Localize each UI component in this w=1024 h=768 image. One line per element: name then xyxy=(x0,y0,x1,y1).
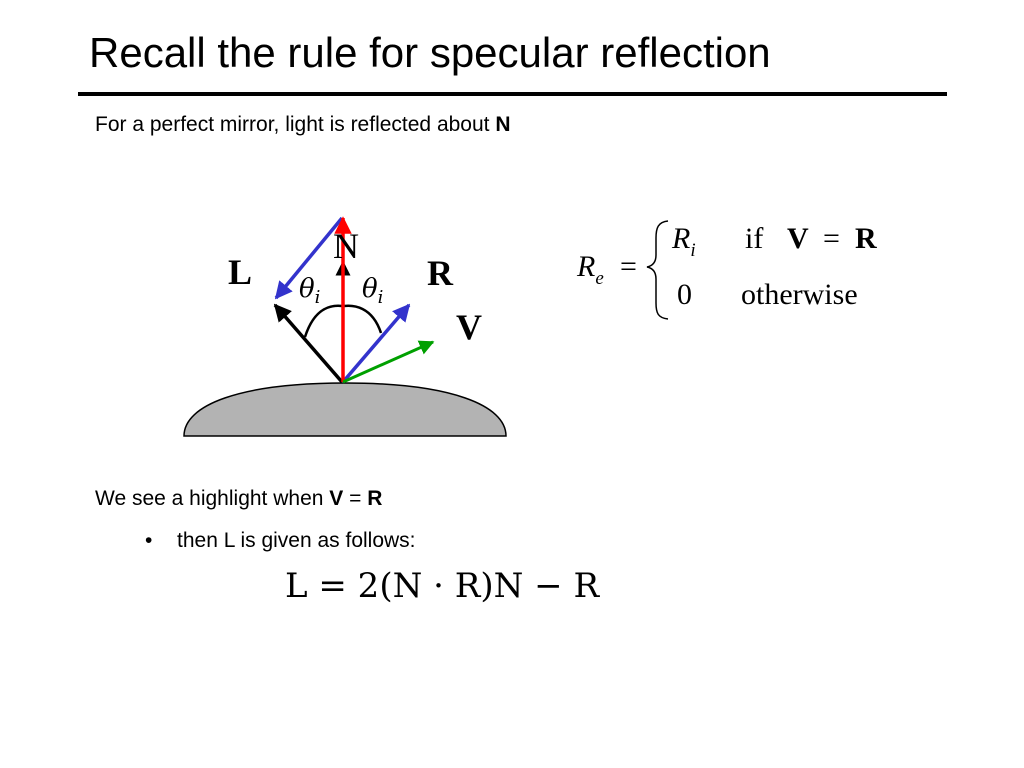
eq-case1-value: Ri xyxy=(671,222,696,261)
reflection-formula: L = 2(N · R)N − R xyxy=(285,566,600,606)
label-n: N xyxy=(333,226,359,266)
subtitle: For a perfect mirror, light is reflected… xyxy=(95,113,511,137)
label-v: V xyxy=(456,307,482,347)
subtitle-text: For a perfect mirror, light is reflected… xyxy=(95,113,496,136)
surface-shape xyxy=(183,382,507,437)
eq-case2-value: 0 xyxy=(677,278,692,311)
theta-arc-right xyxy=(343,304,383,334)
incident-arrow xyxy=(273,303,344,384)
eq-case1-r: R xyxy=(855,222,877,255)
reflected-arrow xyxy=(341,303,411,384)
bullet-item: • then L is given as follows: xyxy=(145,529,416,553)
highlight-eq: = xyxy=(343,487,368,510)
eq-equals: = xyxy=(620,250,637,283)
highlight-text: We see a highlight when xyxy=(95,487,330,510)
slide-title: Recall the rule for specular reflection xyxy=(89,29,771,76)
eq-case1-eq: = xyxy=(823,222,840,255)
eq-brace xyxy=(646,220,669,320)
theta-right-label: θi xyxy=(362,274,383,308)
theta-left-label: θi xyxy=(299,274,320,308)
theta-arc-left xyxy=(303,304,343,338)
subtitle-bold-n: N xyxy=(495,113,511,136)
light-arrow-blue xyxy=(274,216,344,300)
label-l: L xyxy=(228,252,252,292)
title-underline xyxy=(78,92,947,96)
specular-equation: Re = Ri if V = R 0 otherwise xyxy=(576,220,877,320)
label-r: R xyxy=(427,253,454,293)
bullet-text: then L is given as follows: xyxy=(177,529,416,552)
view-arrow xyxy=(342,340,435,384)
eq-lhs: Re xyxy=(576,250,604,289)
bullet-marker: • xyxy=(145,529,153,552)
highlight-statement: We see a highlight when V = R xyxy=(95,487,382,511)
eq-case1-if: if xyxy=(745,222,763,255)
highlight-v: V xyxy=(329,487,344,510)
eq-case2-cond: otherwise xyxy=(741,278,858,311)
eq-case1-v: V xyxy=(787,222,809,255)
highlight-r: R xyxy=(367,487,383,510)
